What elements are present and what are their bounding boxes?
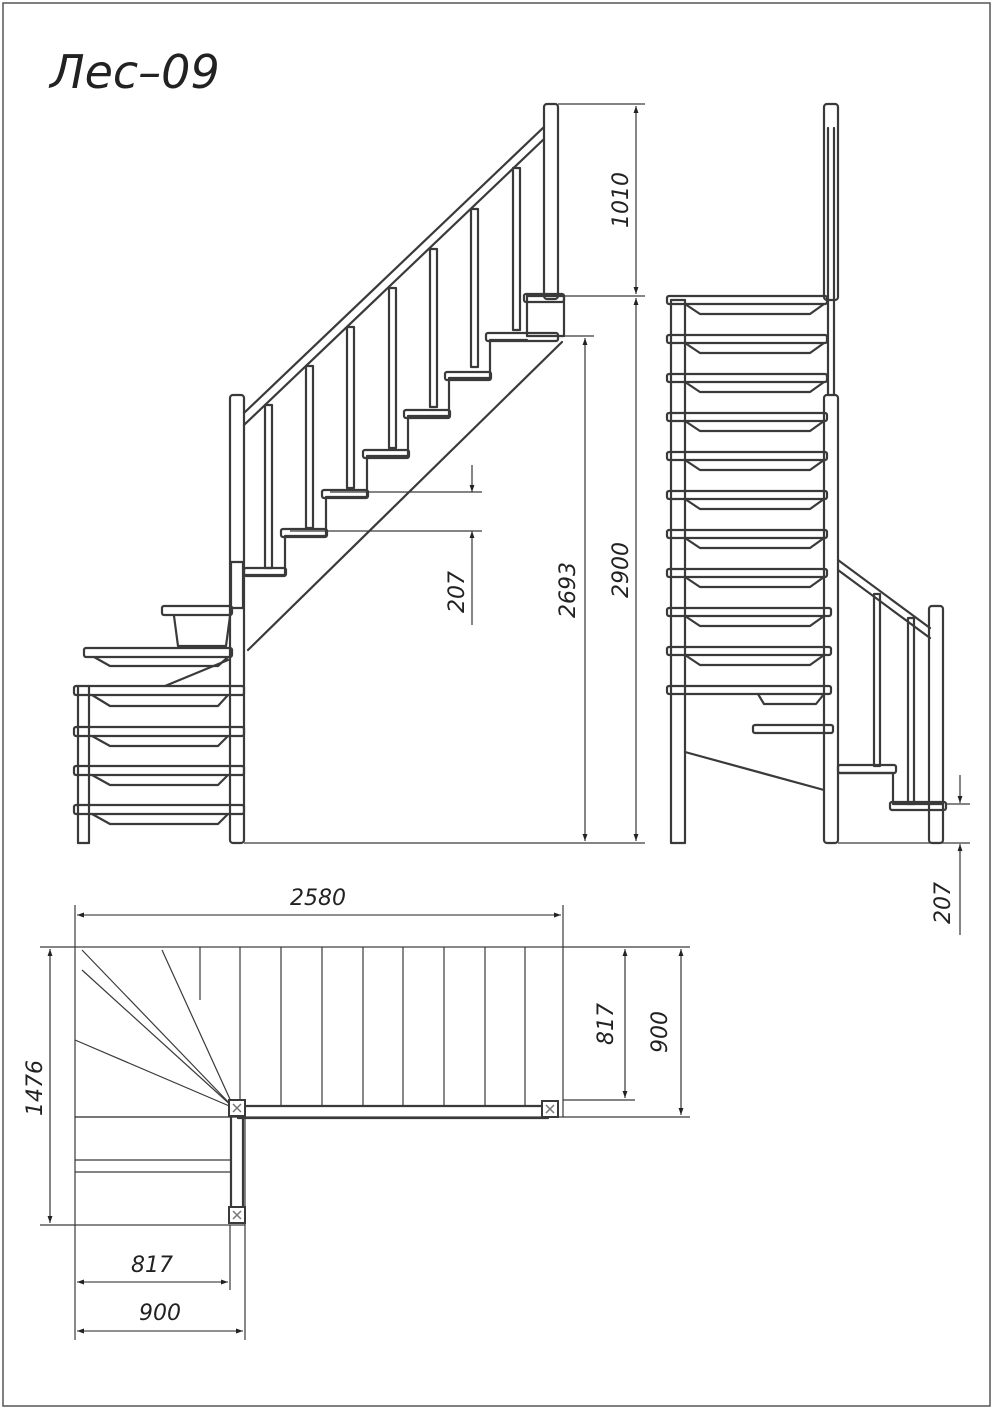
front-top-landing (525, 294, 566, 338)
plan-posts (228, 1099, 559, 1224)
side-top-newel-post (822, 102, 840, 302)
side-newel-post (822, 393, 840, 845)
plan-winder-lines (74, 947, 235, 1109)
side-left-post (669, 298, 687, 845)
side-treads (665, 294, 835, 792)
plan-tread-lines (239, 947, 526, 1105)
drawing-title: Лес–09 (48, 45, 220, 99)
front-handrail (242, 125, 546, 427)
dim-label-1010: 1010 (609, 172, 634, 228)
dim-label-207-front: 207 (445, 571, 470, 613)
dim-label-207-side: 207 (931, 882, 956, 924)
front-elevation: 1010 2900 2693 207 (72, 102, 645, 845)
front-extension-lines (290, 103, 645, 532)
dim-label-2900: 2900 (609, 542, 634, 598)
dim-label-900-bottom: 900 (139, 1301, 181, 1326)
side-elevation: 207 (665, 102, 970, 935)
dim-label-817-right: 817 (594, 1003, 619, 1045)
plan-view: 2580 1476 817 900 817 900 (23, 886, 690, 1340)
plan-lower-flight (74, 1116, 246, 1226)
front-top-newel-post (542, 102, 560, 301)
dim-label-2693: 2693 (556, 562, 581, 618)
plan-upper-flight (74, 946, 564, 1118)
plan-stringers (229, 1104, 550, 1218)
front-mid-newel-joint (229, 560, 245, 610)
dim-label-817-bottom: 817 (131, 1253, 173, 1278)
dim-label-1476: 1476 (23, 1060, 48, 1116)
plan-extension-lines (40, 905, 690, 1340)
side-lower-flight (836, 558, 948, 845)
dim-label-2580: 2580 (290, 886, 346, 911)
side-bottom-newel-post (927, 604, 945, 845)
front-winder-treads (72, 604, 246, 845)
dim-label-900-right: 900 (648, 1011, 673, 1053)
front-stair-profile (242, 292, 566, 652)
